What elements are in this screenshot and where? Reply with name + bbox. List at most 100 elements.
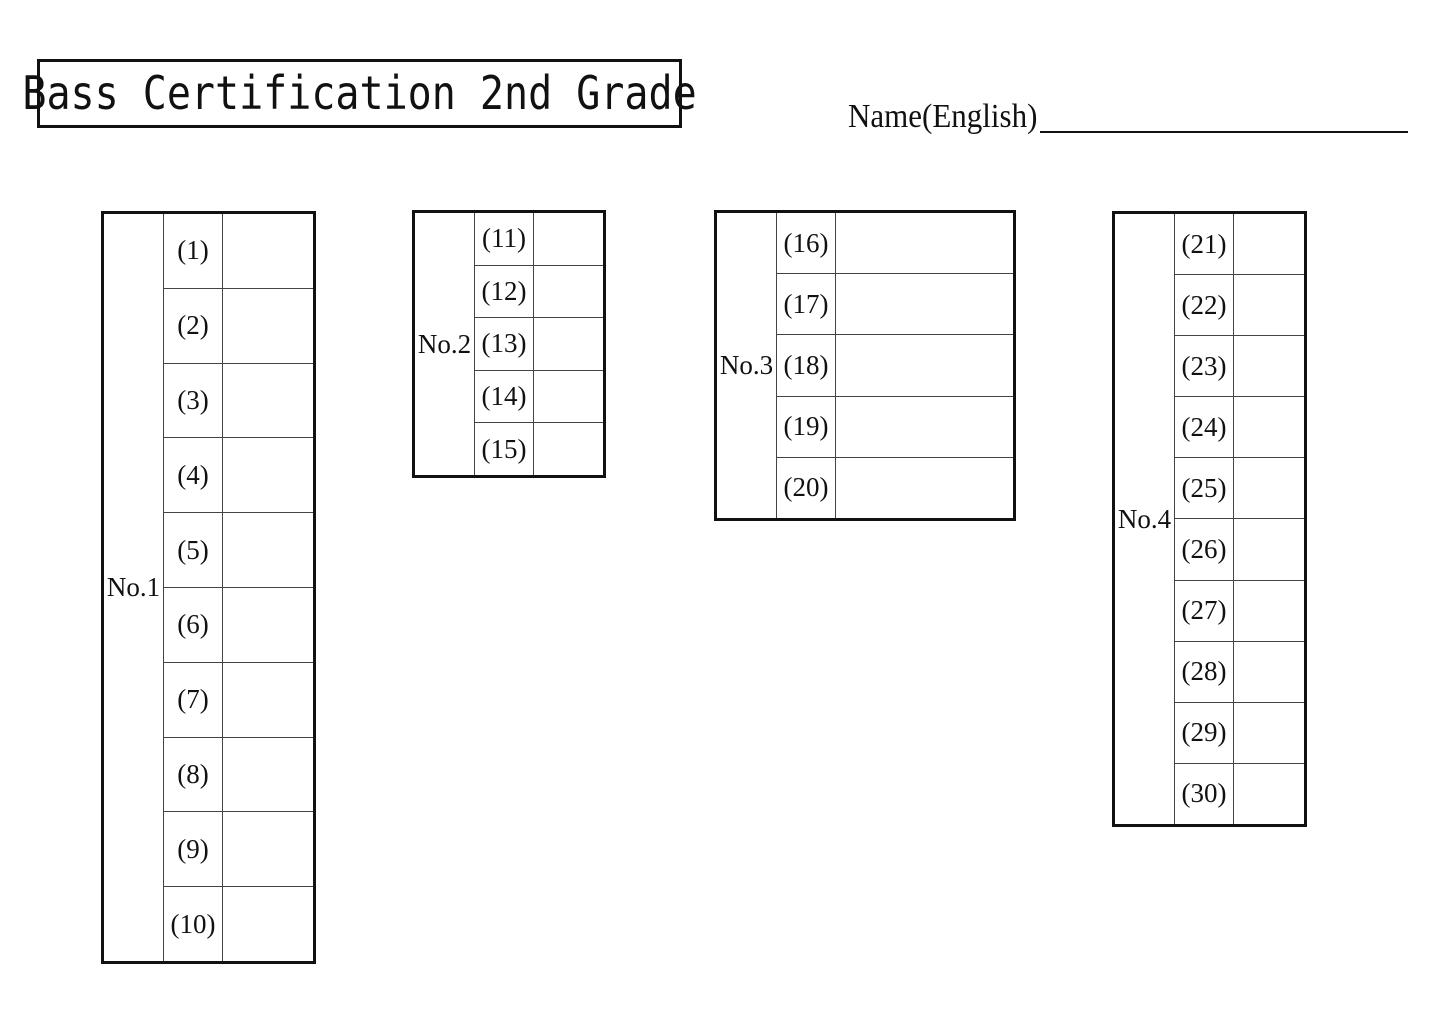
answer-table-no2: No.2 (11) (12) (13) (14) (15)	[412, 210, 606, 478]
question-row: (12)	[475, 265, 603, 319]
answer-cell[interactable]	[1234, 519, 1304, 579]
question-number: (1)	[164, 214, 223, 288]
section-label: No.2	[415, 213, 475, 475]
question-row: (23)	[1175, 336, 1304, 398]
name-field-label: Name(English)	[848, 96, 1038, 135]
question-rows: (16) (17) (18) (19) (20)	[777, 213, 1013, 519]
question-row: (5)	[164, 513, 313, 588]
question-row: (14)	[475, 370, 603, 424]
title-box: Bass Certification 2nd Grade	[22, 59, 697, 128]
page-title: Bass Certification 2nd Grade	[22, 67, 697, 120]
question-number: (11)	[475, 213, 534, 265]
question-number: (4)	[164, 438, 223, 513]
answer-cell[interactable]	[836, 213, 1013, 273]
answer-cell[interactable]	[223, 588, 313, 662]
question-number: (27)	[1175, 580, 1234, 641]
question-row: (22)	[1175, 275, 1304, 337]
question-number: (13)	[475, 318, 534, 370]
question-number: (24)	[1175, 397, 1234, 458]
question-number: (14)	[475, 370, 534, 423]
answer-cell[interactable]	[836, 335, 1013, 395]
question-number: (7)	[164, 662, 223, 737]
answer-cell[interactable]	[1234, 581, 1304, 641]
question-row: (7)	[164, 662, 313, 738]
question-row: (9)	[164, 812, 313, 888]
question-row: (18)	[777, 335, 1013, 397]
section-label: No.4	[1115, 214, 1175, 824]
question-number: (12)	[475, 265, 534, 318]
question-row: (19)	[777, 396, 1013, 458]
section-label: No.3	[717, 213, 777, 518]
question-row: (26)	[1175, 519, 1304, 581]
question-number: (28)	[1175, 641, 1234, 702]
question-rows: (1) (2) (3) (4) (5) (6) (7) (8) (9) (10)	[164, 214, 313, 961]
question-row: (20)	[777, 457, 1013, 519]
answer-cell[interactable]	[836, 397, 1013, 457]
question-number: (21)	[1175, 214, 1234, 275]
answer-cell[interactable]	[534, 266, 603, 318]
answer-cell[interactable]	[1234, 397, 1304, 457]
answer-cell[interactable]	[1234, 275, 1304, 335]
question-number: (8)	[164, 737, 223, 812]
question-row: (15)	[475, 423, 603, 475]
answer-cell[interactable]	[223, 812, 313, 886]
answer-cell[interactable]	[1234, 458, 1304, 518]
answer-cell[interactable]	[1234, 214, 1304, 274]
answer-cell[interactable]	[1234, 336, 1304, 396]
question-number: (29)	[1175, 702, 1234, 763]
question-row: (24)	[1175, 397, 1304, 459]
question-number: (22)	[1175, 275, 1234, 336]
question-row: (27)	[1175, 580, 1304, 642]
question-number: (15)	[475, 423, 534, 475]
answer-cell[interactable]	[223, 663, 313, 737]
question-row: (28)	[1175, 641, 1304, 703]
question-number: (17)	[777, 274, 836, 335]
question-number: (23)	[1175, 336, 1234, 397]
answer-cell[interactable]	[223, 738, 313, 812]
answer-cell[interactable]	[534, 213, 603, 265]
answer-cell[interactable]	[836, 274, 1013, 334]
question-number: (26)	[1175, 519, 1234, 580]
question-number: (20)	[777, 457, 836, 519]
question-row: (6)	[164, 587, 313, 663]
answer-cell[interactable]	[534, 318, 603, 370]
answer-table-no3: No.3 (16) (17) (18) (19) (20)	[714, 210, 1016, 521]
answer-cell[interactable]	[1234, 642, 1304, 702]
answer-cell[interactable]	[223, 214, 313, 288]
answer-table-no4: No.4 (21) (22) (23) (24) (25) (26) (27) …	[1112, 211, 1307, 827]
answer-cell[interactable]	[223, 887, 313, 961]
question-rows: (21) (22) (23) (24) (25) (26) (27) (28) …	[1175, 214, 1304, 824]
question-row: (13)	[475, 318, 603, 371]
question-number: (9)	[164, 812, 223, 887]
question-number: (10)	[164, 887, 223, 961]
question-number: (18)	[777, 335, 836, 396]
question-row: (16)	[777, 213, 1013, 275]
question-number: (2)	[164, 288, 223, 363]
question-number: (25)	[1175, 458, 1234, 519]
answer-cell[interactable]	[1234, 764, 1304, 824]
section-label: No.1	[104, 214, 164, 961]
question-number: (30)	[1175, 763, 1234, 824]
question-row: (4)	[164, 438, 313, 514]
question-row: (2)	[164, 288, 313, 364]
question-row: (8)	[164, 737, 313, 813]
answer-cell[interactable]	[223, 513, 313, 587]
answer-cell[interactable]	[534, 423, 603, 475]
answer-cell[interactable]	[534, 371, 603, 423]
answer-cell[interactable]	[223, 289, 313, 363]
answer-cell[interactable]	[223, 364, 313, 438]
answer-cell[interactable]	[1234, 703, 1304, 763]
question-row: (11)	[475, 213, 603, 266]
answer-cell[interactable]	[836, 458, 1013, 518]
question-number: (3)	[164, 363, 223, 438]
answer-cell[interactable]	[223, 438, 313, 512]
question-rows: (11) (12) (13) (14) (15)	[475, 213, 603, 475]
name-input-line[interactable]	[1040, 131, 1408, 133]
question-number: (16)	[777, 213, 836, 274]
question-number: (5)	[164, 513, 223, 587]
question-row: (29)	[1175, 702, 1304, 764]
question-row: (21)	[1175, 214, 1304, 276]
question-number: (6)	[164, 587, 223, 662]
question-row: (30)	[1175, 763, 1304, 824]
question-row: (25)	[1175, 458, 1304, 520]
